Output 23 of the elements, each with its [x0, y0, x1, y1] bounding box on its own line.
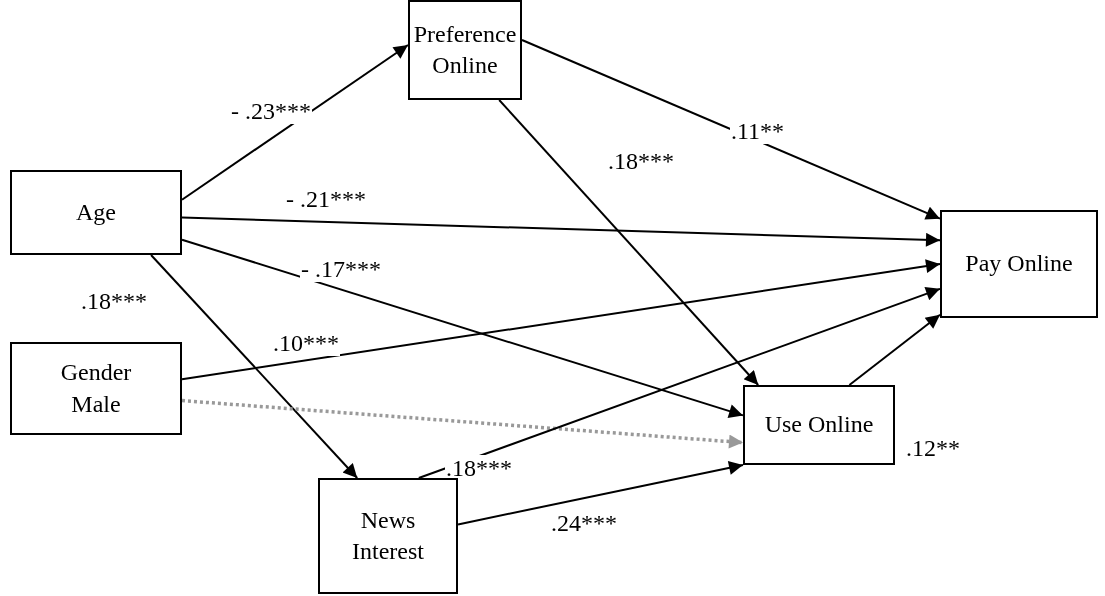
variable-name: Use Online: [763, 410, 875, 440]
variable-box: [940, 210, 1098, 318]
variable-name: Gender Male: [59, 358, 133, 419]
arrow: [181, 238, 744, 418]
dashed-arrow: [181, 398, 744, 449]
variable-name: Pay Online: [964, 249, 1074, 279]
variable-box: [10, 342, 182, 435]
variable-box: [10, 170, 182, 255]
variable-box: [318, 478, 458, 594]
variable-box: [408, 0, 522, 100]
arrow: [417, 287, 941, 479]
arrow: [521, 39, 941, 220]
variable-name: News Interest: [351, 505, 425, 566]
variable-name: Preference Online: [412, 19, 518, 80]
arrow: [457, 461, 744, 526]
arrow: [181, 259, 941, 381]
arrow: [150, 254, 359, 479]
variable-box: [743, 385, 895, 465]
arrow: [181, 216, 941, 247]
arrow: [498, 99, 760, 386]
arrow: [181, 44, 409, 201]
arrow: [848, 313, 941, 386]
variable-name: Age: [75, 197, 117, 227]
